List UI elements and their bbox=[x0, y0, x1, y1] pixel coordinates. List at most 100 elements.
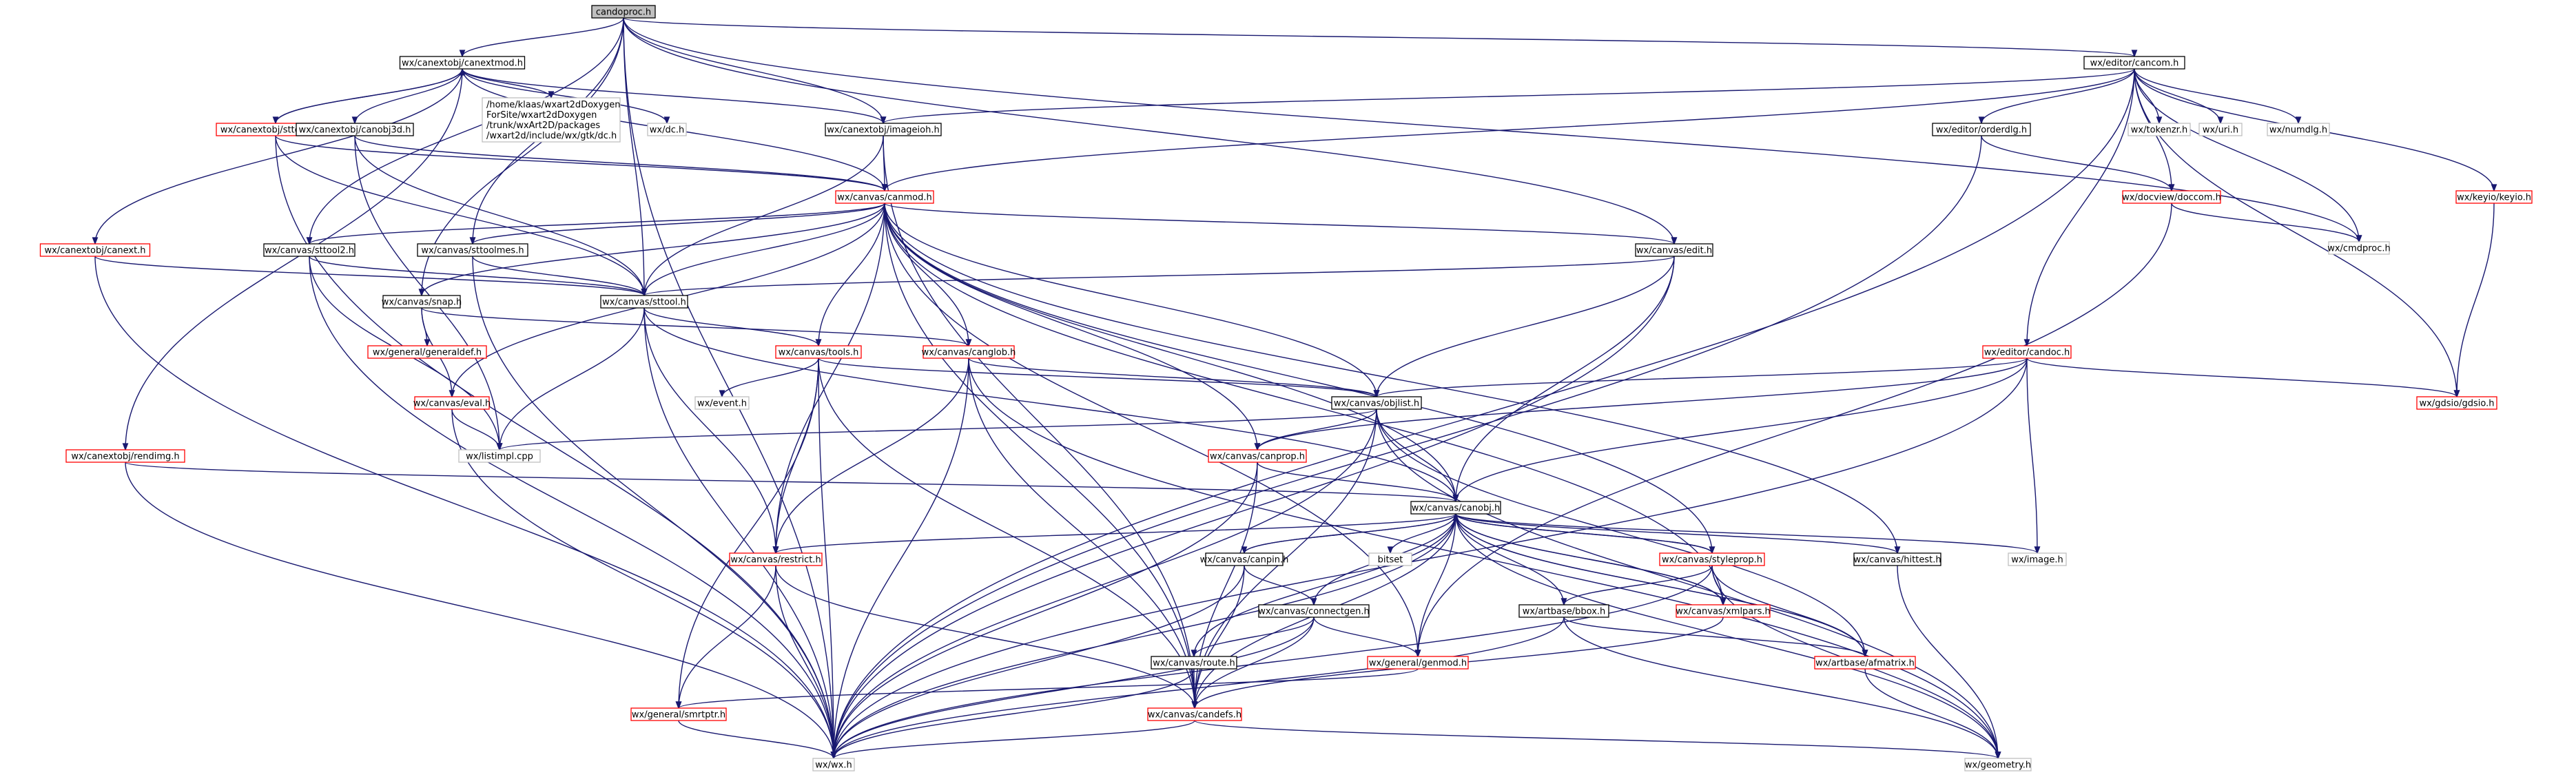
node-canprop[interactable]: wx/canvas/canprop.h bbox=[1208, 449, 1307, 463]
node-styleprop[interactable]: wx/canvas/styleprop.h bbox=[1659, 552, 1765, 566]
node-label: wx/canvas/sttoolmes.h bbox=[421, 246, 524, 256]
node-box bbox=[1147, 707, 1242, 721]
edge-line bbox=[275, 135, 645, 296]
node-label: wx/event.h bbox=[697, 399, 747, 409]
edge-arrowhead bbox=[424, 339, 431, 347]
node-imageioh[interactable]: wx/canextobj/imageioh.h bbox=[825, 123, 942, 136]
edge-arrowhead bbox=[1671, 237, 1678, 245]
node-sttoolmes[interactable]: wx/canvas/sttoolmes.h bbox=[417, 243, 528, 257]
node-label: wx/canvas/tools.h bbox=[779, 348, 859, 358]
edge-line bbox=[1257, 462, 1456, 502]
node-box bbox=[775, 345, 862, 359]
node-gdsio[interactable]: wx/gdsio/gdsio.h bbox=[2416, 396, 2497, 410]
node-smrtptr[interactable]: wx/general/smrtptr.h bbox=[630, 707, 727, 721]
node-box bbox=[1635, 243, 1713, 257]
node-label: wx/general/generaldef.h bbox=[373, 348, 482, 358]
edge-line bbox=[472, 203, 885, 245]
node-box bbox=[367, 345, 487, 359]
node-keyio[interactable]: wx/keyio/keyio.h bbox=[2455, 190, 2533, 204]
node-box bbox=[1982, 345, 2072, 359]
edge-line bbox=[1257, 408, 1377, 450]
node-docviewdoccom[interactable]: wx/docview/doccom.h bbox=[2122, 190, 2221, 204]
edge-line bbox=[1244, 513, 1456, 554]
node-box bbox=[694, 396, 750, 410]
node-label: wx/canextobj/rendimg.h bbox=[71, 452, 179, 462]
node-label: wx/canvas/objlist.h bbox=[1334, 399, 1419, 409]
node-hittest[interactable]: wx/canvas/hittest.h bbox=[1853, 552, 1941, 566]
edge-tools-to-eventh bbox=[719, 358, 819, 398]
node-candoc[interactable]: wx/editor/candoc.h bbox=[1982, 345, 2072, 359]
node-label: wx/canvas/hittest.h bbox=[1853, 555, 1941, 566]
node-edit[interactable]: wx/canvas/edit.h bbox=[1635, 243, 1713, 257]
node-box bbox=[2455, 190, 2533, 204]
edge-canextmod-to-dch bbox=[462, 68, 670, 125]
node-label: wx/listimpl.cpp bbox=[466, 452, 533, 462]
node-route[interactable]: wx/canvas/route.h bbox=[1151, 656, 1237, 670]
edge-genmod-to-smrtptr bbox=[675, 668, 1419, 709]
node-sttool2[interactable]: wx/canvas/sttool2.h bbox=[263, 243, 356, 257]
node-eventh: wx/event.h bbox=[694, 396, 750, 410]
node-label: wx/canvas/canpin.h bbox=[1200, 555, 1289, 566]
node-rendimg[interactable]: wx/canextobj/rendimg.h bbox=[65, 449, 185, 463]
edge-arrowhead bbox=[2453, 390, 2460, 398]
node-canextmod[interactable]: wx/canextobj/canextmod.h bbox=[399, 56, 526, 70]
node-restrict[interactable]: wx/canvas/restrict.h bbox=[729, 552, 823, 566]
edge-line bbox=[2026, 358, 2038, 554]
edge-arrowhead bbox=[1709, 546, 1715, 555]
edge-line bbox=[1563, 617, 1866, 657]
node-sttool[interactable]: wx/canvas/sttool.h bbox=[600, 295, 688, 309]
edge-line bbox=[125, 462, 834, 759]
node-objlist[interactable]: wx/canvas/objlist.h bbox=[1331, 396, 1422, 410]
node-canobj3d[interactable]: wx/canextobj/canobj3d.h bbox=[296, 123, 414, 136]
edge-arrowhead bbox=[1452, 495, 1459, 503]
node-box bbox=[1853, 552, 1941, 566]
edge-arrowhead bbox=[1310, 598, 1317, 606]
node-box bbox=[1932, 123, 2031, 136]
edge-line bbox=[309, 203, 885, 245]
edge-line bbox=[818, 203, 885, 346]
node-snap[interactable]: wx/canvas/snap.h bbox=[382, 295, 462, 309]
edge-line bbox=[462, 68, 668, 124]
edge-line bbox=[1193, 617, 1315, 657]
node-label: wx/uri.h bbox=[2203, 125, 2238, 136]
edge-line bbox=[1194, 720, 1999, 759]
node-canmod[interactable]: wx/canvas/canmod.h bbox=[835, 190, 934, 204]
node-xmlpars[interactable]: wx/canvas/xmlpars.h bbox=[1676, 604, 1771, 618]
edge-arrowhead bbox=[1241, 546, 1248, 555]
node-label: wx/canextobj/canextmod.h bbox=[402, 59, 523, 69]
node-canext[interactable]: wx/canextobj/canext.h bbox=[39, 243, 151, 257]
node-root[interactable]: candoproc.h bbox=[591, 5, 656, 19]
edge-line bbox=[275, 68, 463, 124]
node-genmod[interactable]: wx/general/genmod.h bbox=[1367, 656, 1469, 670]
node-cancom[interactable]: wx/editor/cancom.h bbox=[2083, 56, 2185, 70]
node-label: /wxart2d/include/wx/gtk/dc.h bbox=[486, 131, 617, 141]
node-candefs[interactable]: wx/canvas/candefs.h bbox=[1147, 707, 1242, 721]
edge-line bbox=[623, 17, 884, 124]
edge-line bbox=[1981, 135, 2172, 191]
edge-arrowhead bbox=[1452, 512, 1459, 521]
node-box bbox=[812, 758, 855, 771]
node-label: wx/gdsio/gdsio.h bbox=[2420, 399, 2495, 409]
edge-arrowhead bbox=[469, 237, 476, 245]
node-tools[interactable]: wx/canvas/tools.h bbox=[775, 345, 862, 359]
node-orderdlg[interactable]: wx/editor/orderdlg.h bbox=[1932, 123, 2031, 136]
node-eval[interactable]: wx/canvas/eval.h bbox=[413, 396, 491, 410]
node-canobj[interactable]: wx/canvas/canobj.h bbox=[1410, 501, 1501, 515]
edge-line bbox=[833, 358, 969, 759]
node-label: wx/canvas/canglob.h bbox=[922, 348, 1016, 358]
edge-line bbox=[125, 68, 463, 450]
edge-arrowhead bbox=[122, 443, 129, 451]
edge-line bbox=[1257, 358, 2028, 450]
node-generaldef[interactable]: wx/general/generaldef.h bbox=[367, 345, 487, 359]
edge-line bbox=[833, 565, 1245, 759]
node-canglob[interactable]: wx/canvas/canglob.h bbox=[922, 345, 1016, 359]
edge-line bbox=[833, 256, 1675, 759]
node-afmatrix[interactable]: wx/artbase/afmatrix.h bbox=[1814, 656, 1916, 670]
node-label: ForSite/wxart2dDoxygen bbox=[486, 110, 597, 121]
edge-line bbox=[678, 358, 819, 709]
node-canpin[interactable]: wx/canvas/canpin.h bbox=[1200, 552, 1289, 566]
node-bbox[interactable]: wx/artbase/bbox.h bbox=[1518, 604, 1609, 618]
node-connectgen[interactable]: wx/canvas/connectgen.h bbox=[1258, 604, 1370, 618]
edge-line bbox=[775, 565, 834, 759]
edge-line bbox=[818, 358, 1377, 397]
